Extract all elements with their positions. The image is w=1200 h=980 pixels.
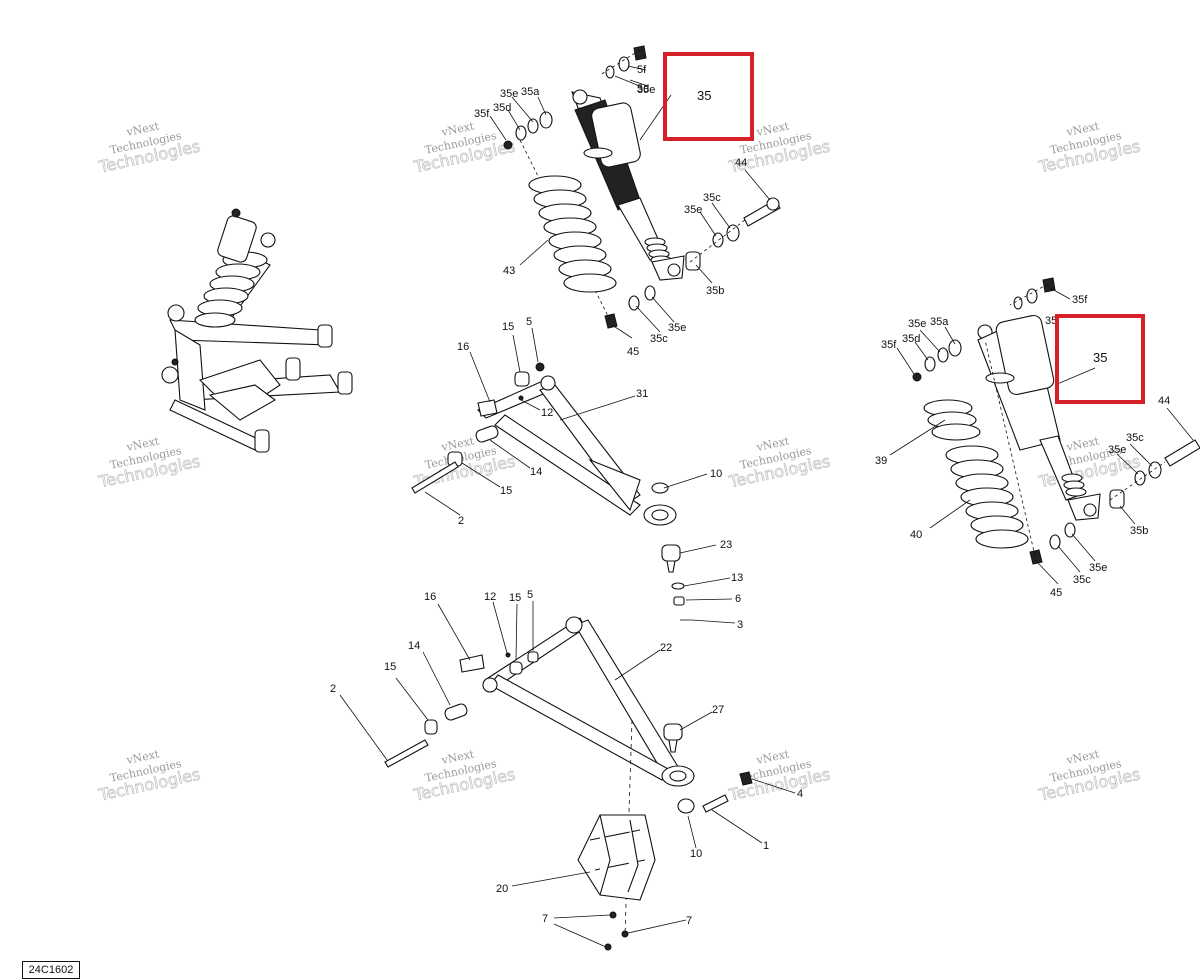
callout-35e[interactable]: 35e [500, 88, 518, 100]
highlight-box-35-front [663, 52, 754, 141]
callout-35c[interactable]: 35c [703, 192, 721, 204]
callout-35[interactable]: 35 [1093, 350, 1107, 365]
callout-7[interactable]: 7 [542, 913, 548, 925]
callout-39[interactable]: 39 [875, 455, 887, 467]
callout-16[interactable]: 16 [424, 591, 436, 603]
callout-35e[interactable]: 35e [1089, 562, 1107, 574]
ball-joint-23 [661, 544, 681, 573]
callout-35d[interactable]: 35d [493, 102, 511, 114]
callout-35b[interactable]: 35b [1130, 525, 1148, 537]
callout-35c[interactable]: 35c [1126, 432, 1144, 444]
callout-35f[interactable]: 35f [474, 108, 490, 120]
callout-35e[interactable]: 35e [908, 318, 926, 330]
callout-35d[interactable]: 35d [902, 333, 920, 345]
callout-35a[interactable]: 35a [930, 316, 949, 328]
callout-23[interactable]: 23 [720, 539, 732, 551]
callout-leaders [339, 65, 1194, 948]
shock-assembly-front [503, 45, 781, 329]
callout-7[interactable]: 7 [686, 915, 692, 927]
callout-14[interactable]: 14 [530, 466, 542, 478]
callout-40[interactable]: 40 [910, 529, 922, 541]
shock-hardware-right [912, 277, 1200, 565]
shock-boot-right [1061, 473, 1087, 497]
callout-3[interactable]: 3 [737, 619, 743, 631]
callout-2[interactable]: 2 [330, 683, 336, 695]
callout-2[interactable]: 2 [458, 515, 464, 527]
callout-45[interactable]: 45 [627, 346, 639, 358]
callout-15[interactable]: 15 [500, 485, 512, 497]
assembled-spring [194, 251, 268, 328]
callout-5f[interactable]: 5f [637, 64, 647, 76]
callout-4[interactable]: 4 [797, 788, 803, 800]
callout-5[interactable]: 5 [526, 316, 532, 328]
lower-a-arm-assembly [384, 616, 753, 951]
callout-15[interactable]: 15 [502, 321, 514, 333]
spring-43 [528, 175, 617, 293]
spring-39 [923, 399, 981, 441]
assembled-suspension-view [161, 208, 353, 453]
callout-45[interactable]: 45 [1050, 587, 1062, 599]
callout-35e[interactable]: 35e [637, 84, 655, 96]
callout-6[interactable]: 6 [735, 593, 741, 605]
callout-27[interactable]: 27 [712, 704, 724, 716]
callout-16[interactable]: 16 [457, 341, 469, 353]
callout-12[interactable]: 12 [541, 407, 553, 419]
callout-44[interactable]: 44 [1158, 395, 1170, 407]
ball-joint-27 [663, 723, 683, 753]
callout-35b[interactable]: 35b [706, 285, 724, 297]
callout-1[interactable]: 1 [763, 840, 769, 852]
callout-35e[interactable]: 35e [668, 322, 686, 334]
shock-hardware [503, 45, 781, 329]
highlight-box-35-rear [1055, 314, 1145, 404]
callout-31[interactable]: 31 [636, 388, 648, 400]
shock-body [571, 89, 685, 281]
callout-12[interactable]: 12 [484, 591, 496, 603]
callout-35c[interactable]: 35c [650, 333, 668, 345]
callout-35e[interactable]: 35e [1108, 444, 1126, 456]
callout-20[interactable]: 20 [496, 883, 508, 895]
callout-5d[interactable]: 5d [637, 83, 649, 95]
callout-5[interactable]: 5 [527, 589, 533, 601]
callout-15[interactable]: 15 [384, 661, 396, 673]
callout-10[interactable]: 10 [710, 468, 722, 480]
spring-40 [945, 445, 1029, 549]
upper-a-arm-assembly [411, 362, 692, 621]
callout-35a[interactable]: 35a [521, 86, 540, 98]
shock-assembly-rear [912, 277, 1200, 565]
skid-plate-20 [577, 814, 656, 901]
callout-35[interactable]: 35 [697, 88, 711, 103]
callout-10[interactable]: 10 [690, 848, 702, 860]
callout-14[interactable]: 14 [408, 640, 420, 652]
diagram-code-label: 24C1602 [22, 961, 80, 979]
callout-35e[interactable]: 35e [684, 204, 702, 216]
callout-35f[interactable]: 35f [1072, 294, 1088, 306]
callout-13[interactable]: 13 [731, 572, 743, 584]
callout-labels: 5f 5d 35e 35 35a 35e 35d 35f 44 35c 35e … [330, 64, 1170, 927]
callout-15[interactable]: 15 [509, 592, 521, 604]
callout-43[interactable]: 43 [503, 265, 515, 277]
shock-body-right [977, 314, 1101, 521]
callout-35f[interactable]: 35f [881, 339, 897, 351]
callout-35d[interactable]: 35 [1045, 315, 1057, 327]
callout-35c[interactable]: 35c [1073, 574, 1091, 586]
callout-22[interactable]: 22 [660, 642, 672, 654]
callout-44[interactable]: 44 [735, 157, 747, 169]
